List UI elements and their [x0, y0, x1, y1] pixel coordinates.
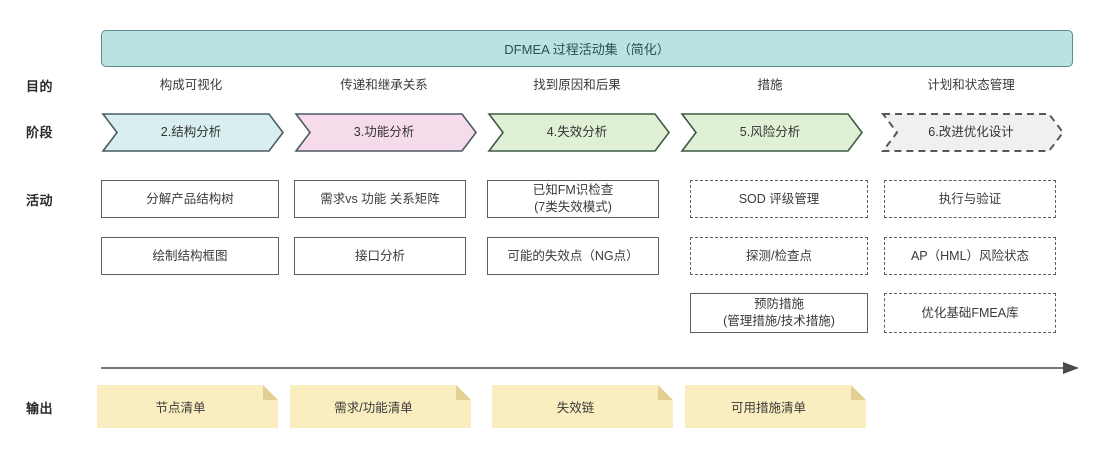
activity-label-line: 执行与验证	[938, 191, 1002, 206]
activity-label-line: AP（HML）风险状态	[910, 248, 1030, 263]
note-fold-corner	[851, 385, 866, 400]
activity-label-line: 绘制结构框图	[152, 248, 228, 263]
row-label-output: 输出	[26, 401, 54, 416]
row-label-stage: 阶段	[26, 125, 54, 140]
activity-label-line: SOD 评级管理	[738, 191, 820, 206]
output-note-label: 需求/功能清单	[334, 401, 413, 415]
activity-label: SOD 评级管理	[739, 191, 820, 208]
row-label-activity: 活动	[26, 193, 54, 208]
activity-label-line: 分解产品结构树	[146, 191, 234, 206]
activity-label-line: 预防措施	[753, 297, 804, 312]
activity-box[interactable]: 已知FM识检查 (7类失效模式)	[487, 180, 659, 218]
activity-box[interactable]: 执行与验证	[884, 180, 1056, 218]
activity-label-line: 优化基础FMEA库	[921, 305, 1019, 320]
purpose-label: 构成可视化	[159, 78, 223, 92]
activity-box[interactable]: 接口分析	[294, 237, 466, 275]
activity-label: 执行与验证	[939, 191, 1002, 208]
activity-label-line: 探测/检查点	[746, 248, 812, 263]
activity-label: 分解产品结构树	[146, 191, 234, 208]
activity-label: AP（HML）风险状态	[911, 248, 1029, 265]
output-note[interactable]: 可用措施清单	[685, 385, 866, 428]
note-fold-corner	[263, 385, 278, 400]
stage-chevron[interactable]: 2.结构分析	[101, 112, 285, 152]
output-note[interactable]: 失效链	[492, 385, 673, 428]
activity-label-line: 需求vs 功能 关系矩阵	[320, 191, 440, 206]
purpose-label: 找到原因和后果	[533, 78, 621, 92]
output-note-label: 节点清单	[155, 401, 206, 415]
output-note-label: 失效链	[556, 401, 595, 415]
activity-label: 绘制结构框图	[152, 248, 227, 265]
output-note[interactable]: 节点清单	[97, 385, 278, 428]
timeline-arrow	[101, 358, 1081, 378]
stage-chevron[interactable]: 3.功能分析	[294, 112, 478, 152]
activity-label: 接口分析	[355, 248, 405, 265]
activity-label: 可能的失效点（NG点）	[507, 248, 638, 265]
activity-box[interactable]: AP（HML）风险状态	[884, 237, 1056, 275]
output-note[interactable]: 需求/功能清单	[290, 385, 471, 428]
purpose-label: 传递和继承关系	[340, 78, 428, 92]
activity-label-line: (管理措施/技术措施)	[723, 314, 835, 328]
stage-chevron[interactable]: 5.风险分析	[680, 112, 864, 152]
activity-box[interactable]: 需求vs 功能 关系矩阵	[294, 180, 466, 218]
note-fold-corner	[658, 385, 673, 400]
activity-label-line: 已知FM识检查	[532, 183, 614, 198]
activity-label: 优化基础FMEA库	[921, 305, 1018, 322]
activity-label-line: 可能的失效点（NG点）	[507, 248, 639, 263]
row-label-purpose: 目的	[26, 79, 54, 94]
purpose-label: 措施	[757, 78, 783, 92]
stage-chevron[interactable]: 6.改进优化设计	[880, 112, 1065, 152]
activity-box[interactable]: 预防措施 (管理措施/技术措施)	[690, 293, 868, 333]
activity-box[interactable]: SOD 评级管理	[690, 180, 868, 218]
activity-label-line: 接口分析	[354, 248, 405, 263]
activity-box[interactable]: 绘制结构框图	[101, 237, 279, 275]
purpose-label: 计划和状态管理	[927, 78, 1015, 92]
activity-box[interactable]: 可能的失效点（NG点）	[487, 237, 659, 275]
activity-box[interactable]: 分解产品结构树	[101, 180, 279, 218]
activity-label: 探测/检查点	[746, 248, 812, 265]
output-note-label: 可用措施清单	[730, 401, 806, 415]
diagram-title-banner: DFMEA 过程活动集（简化）	[101, 30, 1073, 67]
activity-box[interactable]: 优化基础FMEA库	[884, 293, 1056, 333]
activity-label: 已知FM识检查 (7类失效模式)	[533, 182, 614, 216]
activity-box[interactable]: 探测/检查点	[690, 237, 868, 275]
activity-label: 预防措施 (管理措施/技术措施)	[723, 296, 835, 330]
activity-label: 需求vs 功能 关系矩阵	[320, 191, 439, 208]
note-fold-corner	[456, 385, 471, 400]
activity-label-line: (7类失效模式)	[534, 200, 612, 214]
stage-chevron[interactable]: 4.失效分析	[487, 112, 671, 152]
